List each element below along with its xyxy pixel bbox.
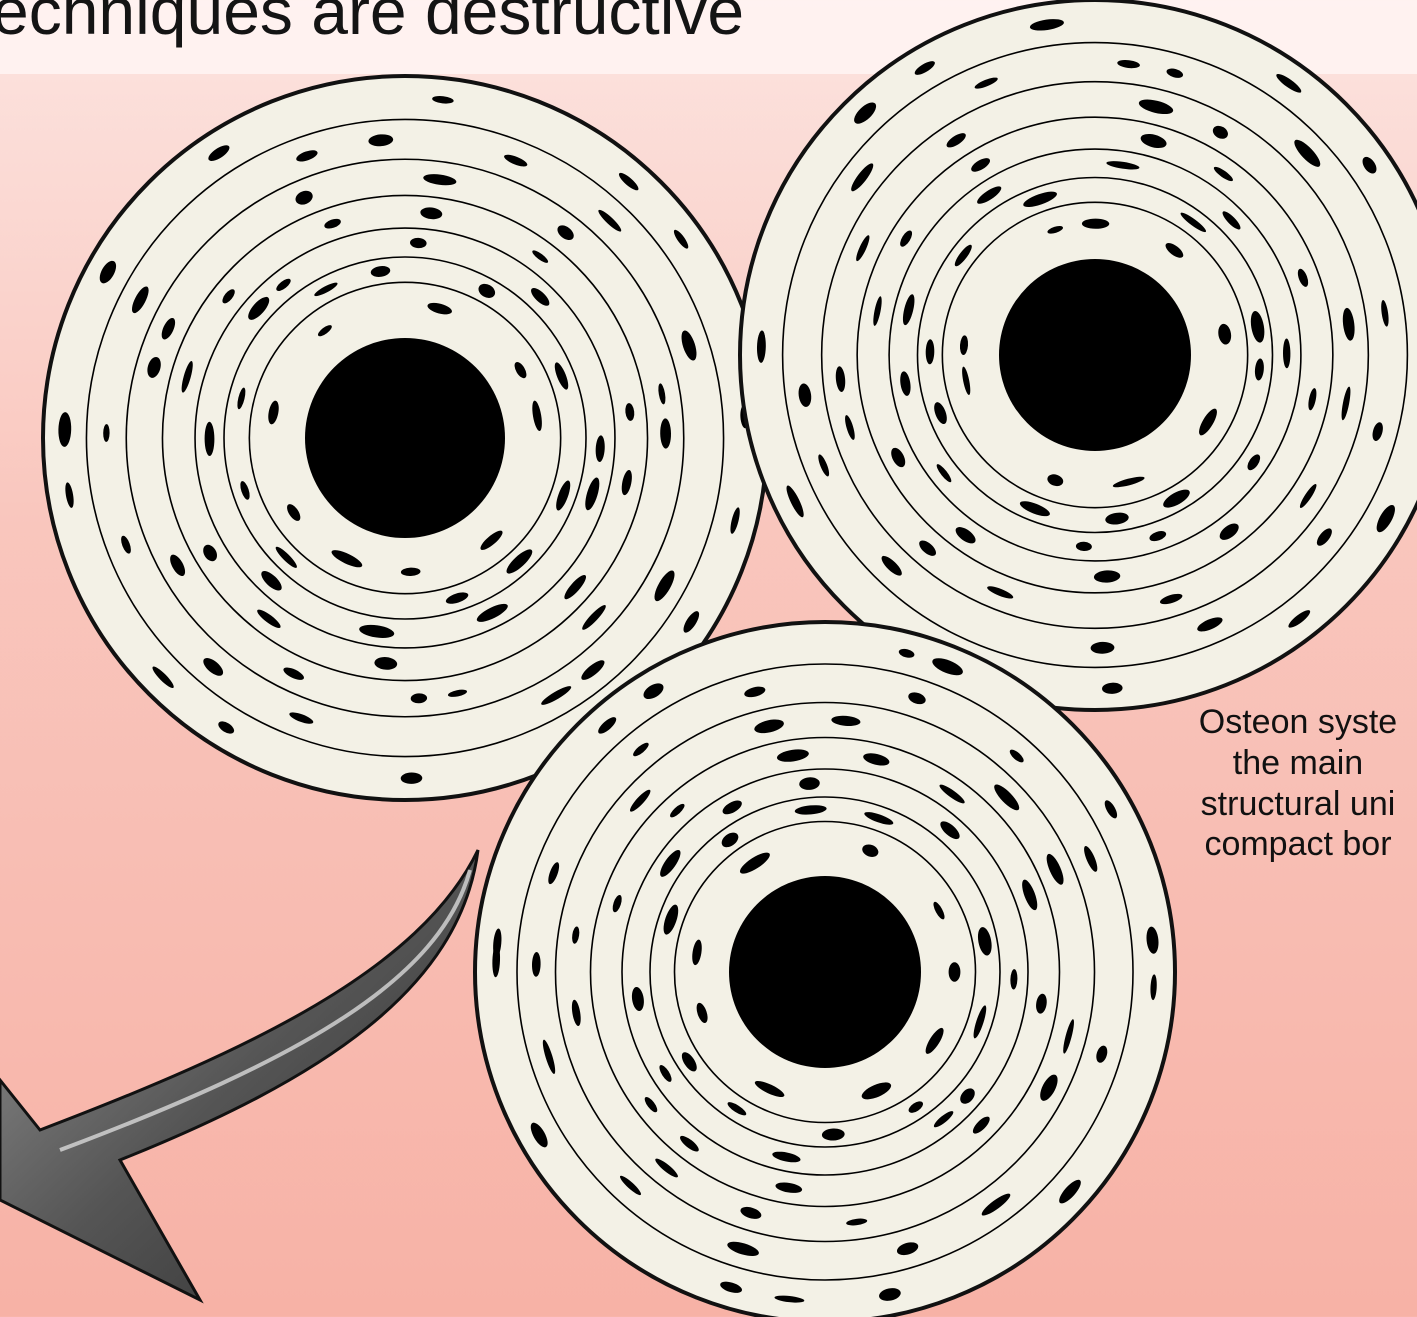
- central-canal-icon: [729, 876, 921, 1068]
- caption-line-2: the main: [1148, 743, 1417, 784]
- caption-line-4: compact bor: [1148, 824, 1417, 865]
- lacuna-icon: [949, 962, 961, 982]
- caption-line-3: structural uni: [1148, 784, 1417, 825]
- osteon-group: [43, 0, 1417, 1317]
- central-canal-icon: [999, 259, 1191, 451]
- osteon-caption: Osteon syste the main structural uni com…: [1148, 702, 1417, 865]
- central-canal-icon: [305, 338, 505, 538]
- caption-line-1: Osteon syste: [1148, 702, 1417, 743]
- osteon-icon: [475, 622, 1175, 1317]
- curved-arrow-icon: [0, 850, 478, 1300]
- osteon-icon: [740, 0, 1417, 710]
